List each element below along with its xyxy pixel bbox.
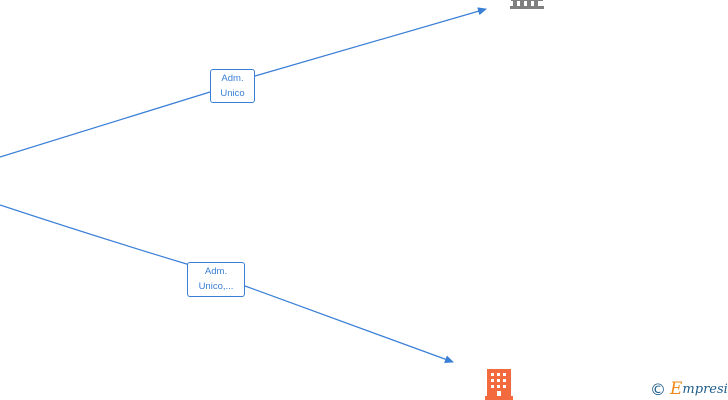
edge-line-bottom[interactable] [0, 204, 453, 362]
office-building-icon[interactable] [485, 369, 513, 400]
edge-label-bottom-line2: Unico,... [198, 281, 234, 292]
edge-label-top-line2: Unico [220, 88, 245, 99]
institution-building-icon[interactable] [510, 0, 544, 9]
empresia-watermark: © E mpresia [650, 378, 728, 400]
edge-label-bottom[interactable]: Adm. Unico,... [187, 262, 245, 297]
brand-logo-text: mpresia [682, 381, 728, 397]
brand-logo-initial: E [670, 379, 683, 399]
edge-label-bottom-line1: Adm. [204, 266, 228, 277]
edge-label-top[interactable]: Adm. Unico [210, 69, 255, 103]
edge-line-top[interactable] [0, 9, 486, 158]
copyright-icon: © [650, 379, 666, 399]
edge-label-top-line1: Adm. [221, 73, 244, 84]
